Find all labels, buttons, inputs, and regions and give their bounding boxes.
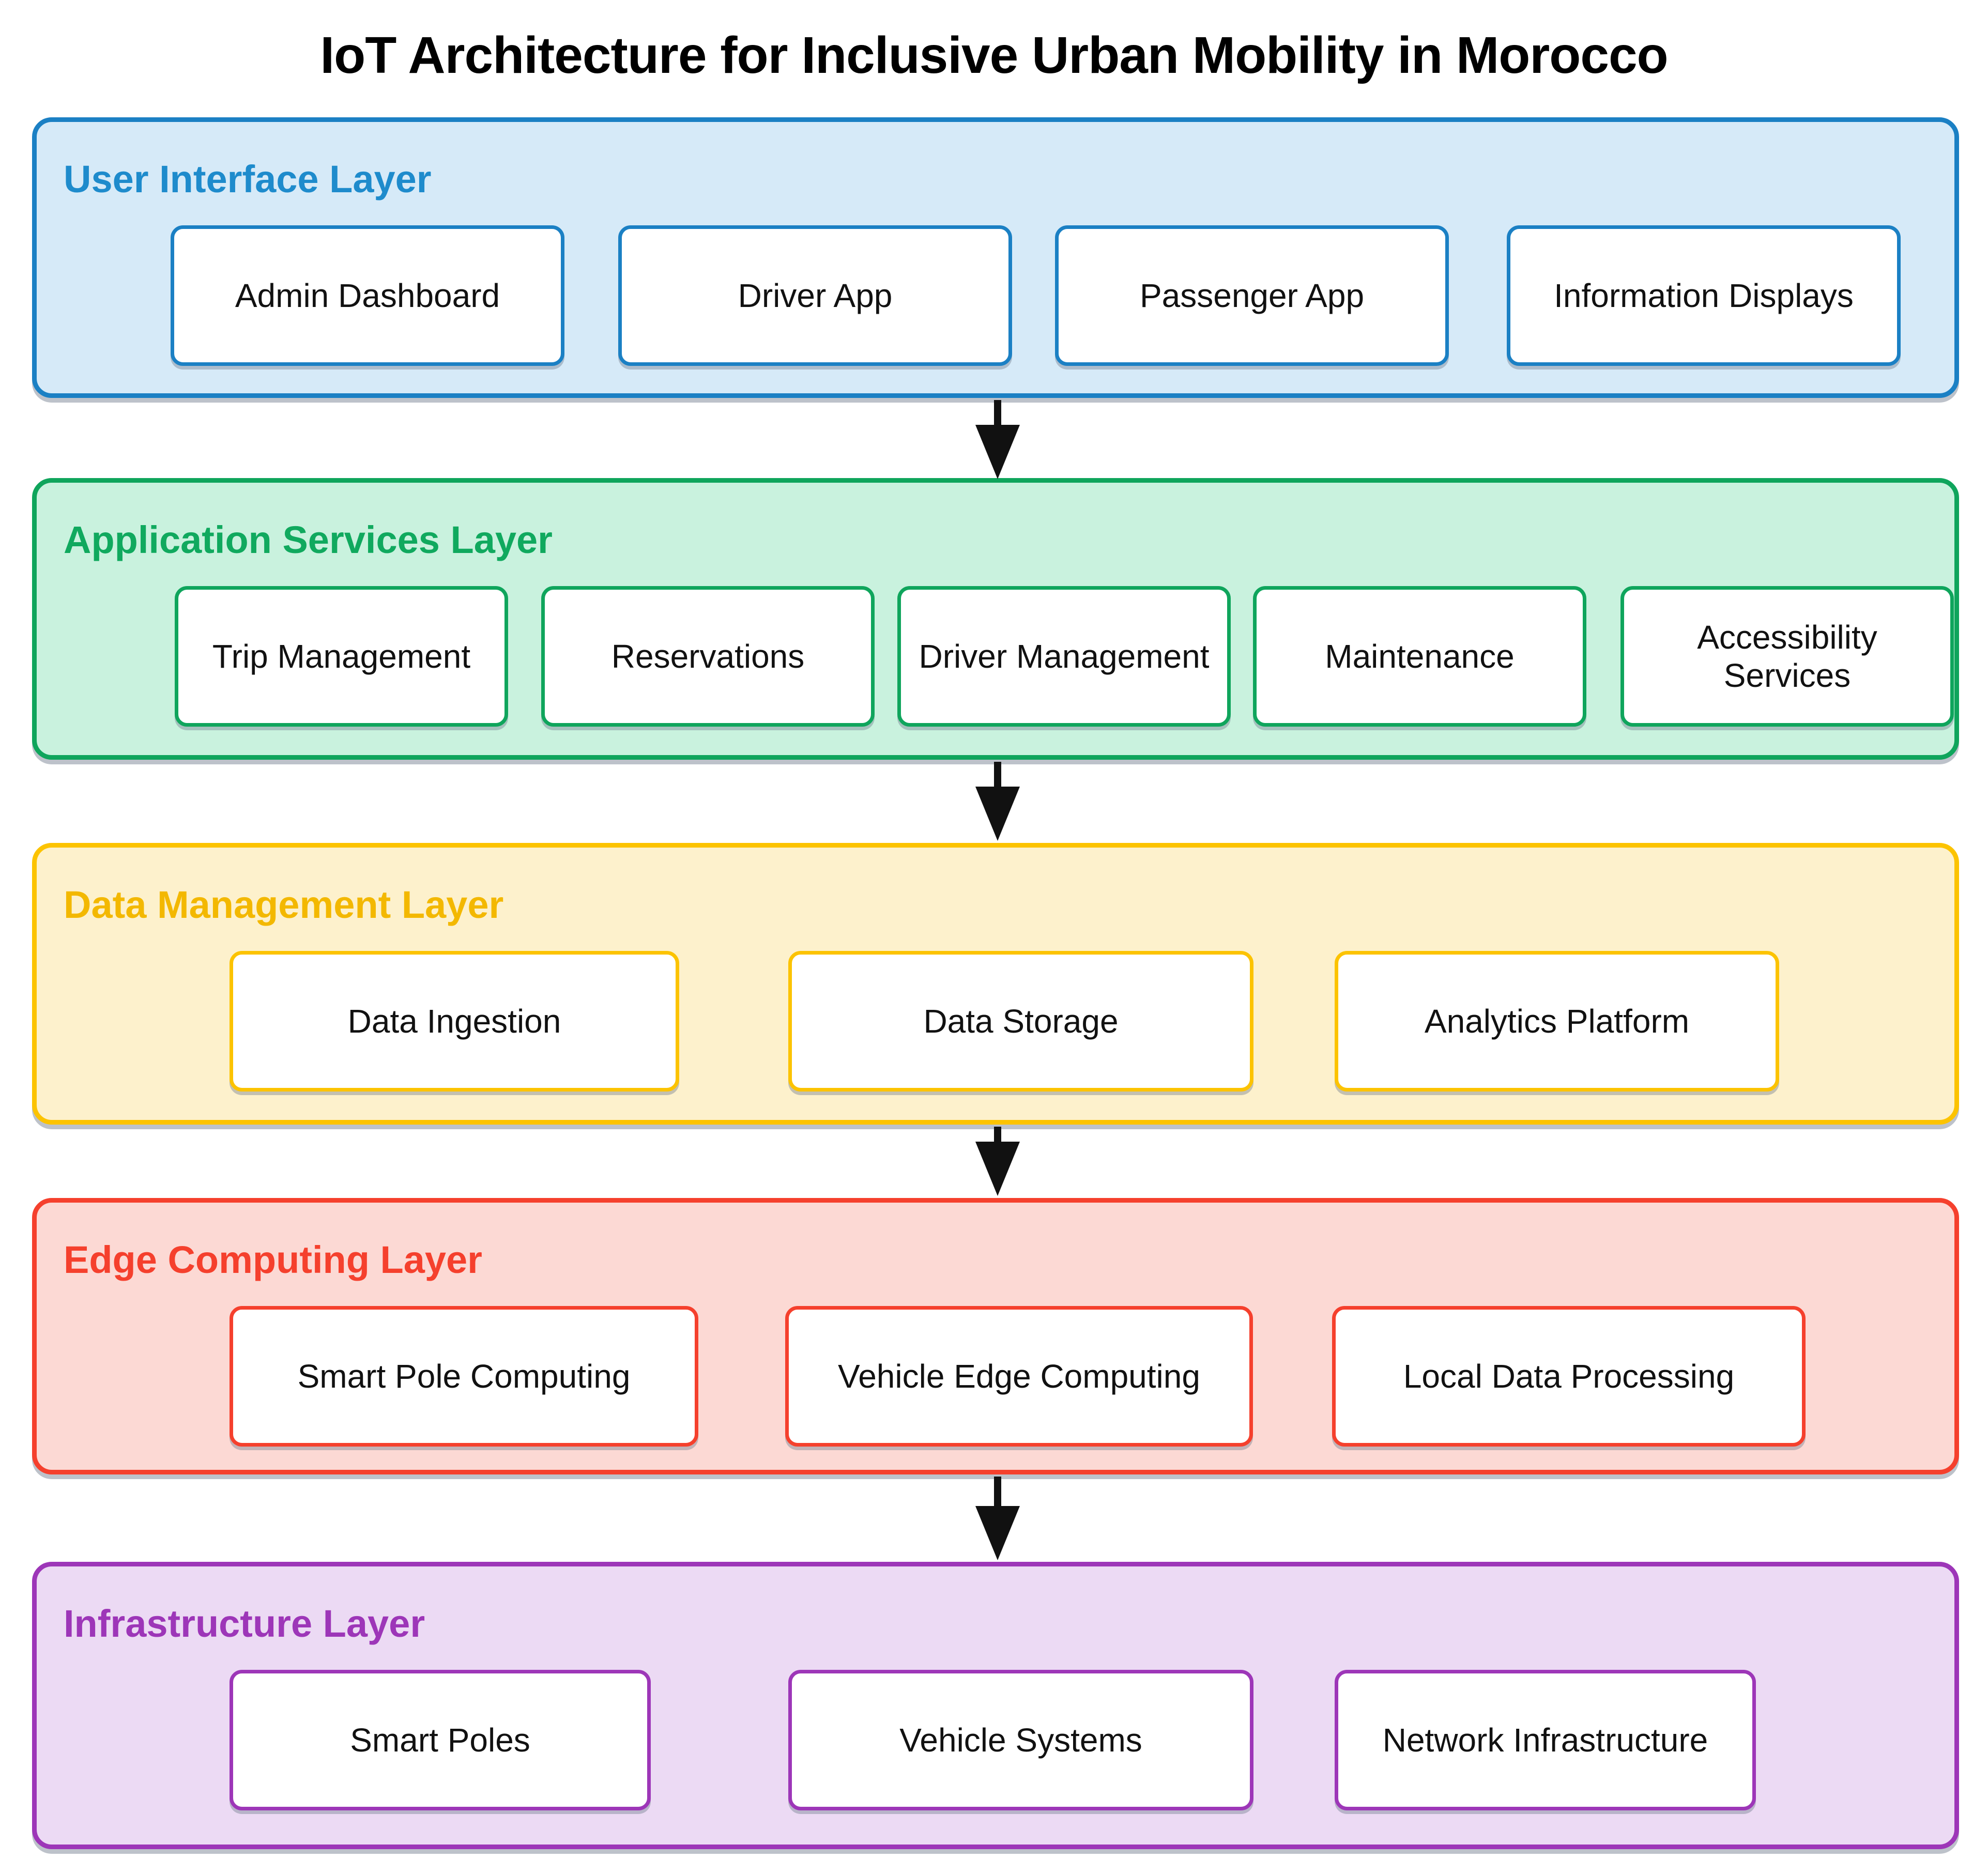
node-data-storage: Data Storage xyxy=(788,951,1253,1092)
layer-edge-title: Edge Computing Layer xyxy=(64,1238,482,1281)
layer-data-title: Data Management Layer xyxy=(64,883,504,926)
layer-app: Application Services Layer Trip Manageme… xyxy=(32,478,1959,760)
layer-ui: User Interface Layer Admin Dashboard Driv… xyxy=(32,117,1959,398)
node-trip-management: Trip Management xyxy=(175,586,508,727)
down-arrow-icon xyxy=(975,400,1020,479)
node-vehicle-systems: Vehicle Systems xyxy=(788,1670,1253,1810)
node-information-displays: Information Displays xyxy=(1507,225,1901,366)
arrow-head xyxy=(975,1142,1020,1196)
down-arrow-icon xyxy=(975,762,1020,841)
arrow-stem xyxy=(994,400,1001,425)
node-admin-dashboard: Admin Dashboard xyxy=(171,225,564,366)
node-driver-app: Driver App xyxy=(618,225,1012,366)
node-accessibility-services: Accessibility Services xyxy=(1620,586,1954,727)
layer-app-title: Application Services Layer xyxy=(64,518,553,561)
layer-infra: Infrastructure Layer Smart Poles Vehicle … xyxy=(32,1562,1959,1849)
node-vehicle-edge-computing: Vehicle Edge Computing xyxy=(785,1306,1253,1447)
arrow-head xyxy=(975,787,1020,841)
down-arrow-icon xyxy=(975,1477,1020,1560)
layer-data: Data Management Layer Data Ingestion Data… xyxy=(32,843,1959,1125)
arrow-stem xyxy=(994,1127,1001,1142)
node-reservations: Reservations xyxy=(541,586,875,727)
node-maintenance: Maintenance xyxy=(1253,586,1586,727)
node-smart-poles: Smart Poles xyxy=(230,1670,651,1810)
node-analytics-platform: Analytics Platform xyxy=(1335,951,1779,1092)
node-smart-pole-computing: Smart Pole Computing xyxy=(230,1306,698,1447)
arrow-stem xyxy=(994,762,1001,787)
down-arrow-icon xyxy=(975,1127,1020,1196)
node-network-infrastructure: Network Infrastructure xyxy=(1335,1670,1756,1810)
layer-infra-title: Infrastructure Layer xyxy=(64,1602,425,1645)
arrow-head xyxy=(975,1506,1020,1560)
node-local-data-processing: Local Data Processing xyxy=(1332,1306,1806,1447)
arrow-stem xyxy=(994,1477,1001,1506)
arrow-head xyxy=(975,425,1020,479)
layer-ui-title: User Interface Layer xyxy=(64,158,432,201)
diagram-title: IoT Architecture for Inclusive Urban Mob… xyxy=(320,26,1668,84)
node-passenger-app: Passenger App xyxy=(1055,225,1449,366)
layer-edge: Edge Computing Layer Smart Pole Computin… xyxy=(32,1198,1959,1474)
node-driver-management: Driver Management xyxy=(897,586,1231,727)
node-data-ingestion: Data Ingestion xyxy=(230,951,679,1092)
